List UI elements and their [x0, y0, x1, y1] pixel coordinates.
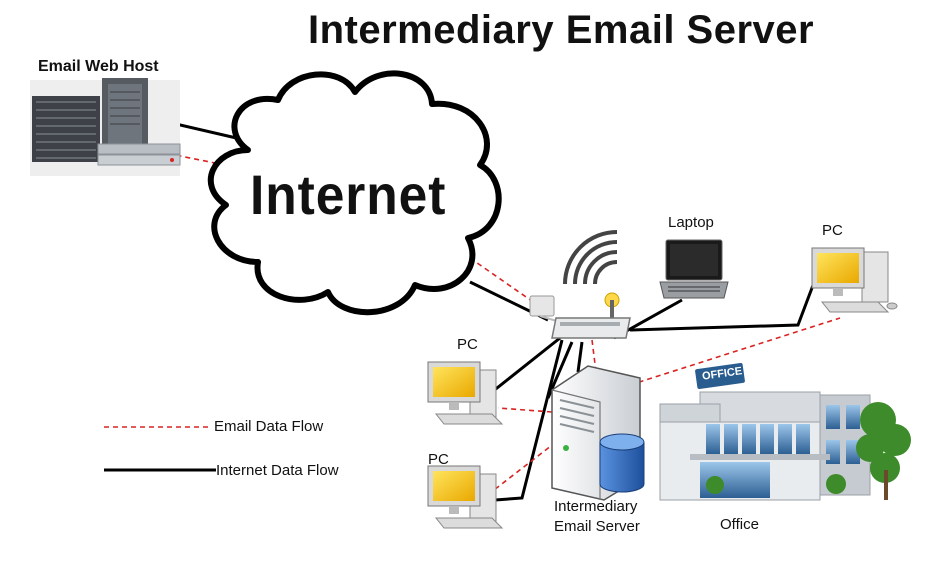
email-server-pc-right	[629, 317, 841, 386]
laptop-label: Laptop	[668, 214, 714, 231]
email-host-cloud	[149, 149, 469, 251]
email-web-host-icon	[30, 78, 181, 176]
server-label-line2: Email Server	[554, 518, 640, 535]
pc-mid-label: PC	[457, 336, 478, 353]
email-web-host-label: Email Web Host	[38, 58, 159, 75]
laptop-icon	[659, 239, 729, 299]
legend	[104, 426, 216, 472]
link-router-server-2	[576, 341, 584, 373]
pc-mid-icon	[427, 361, 504, 425]
pc-low-icon	[427, 465, 504, 529]
pc-right-icon	[811, 247, 898, 313]
link-router-server	[546, 341, 574, 399]
server-label-line1: Intermediary	[554, 498, 638, 515]
router-icon	[529, 230, 631, 339]
office-label: Office	[720, 516, 759, 533]
legend-internet-label: Internet Data Flow	[216, 462, 339, 479]
database-icon	[599, 433, 645, 493]
pc-low-label: PC	[428, 451, 449, 468]
office-sign	[695, 363, 745, 389]
tree-icons	[706, 402, 911, 494]
internet-cloud-label: Internet	[250, 163, 447, 226]
link-router-pc-right	[629, 271, 820, 332]
office-building	[659, 363, 911, 501]
link-router-pc-mid	[491, 336, 561, 394]
legend-email-label: Email Data Flow	[214, 418, 324, 435]
email-server-pc-mid	[497, 407, 553, 413]
email-server-pc-low	[493, 441, 557, 491]
intermediary-server-icon	[551, 365, 645, 501]
diagram-title: Intermediary Email Server	[308, 8, 815, 52]
internet-cloud	[207, 70, 502, 316]
pc-right-label: PC	[822, 222, 843, 239]
